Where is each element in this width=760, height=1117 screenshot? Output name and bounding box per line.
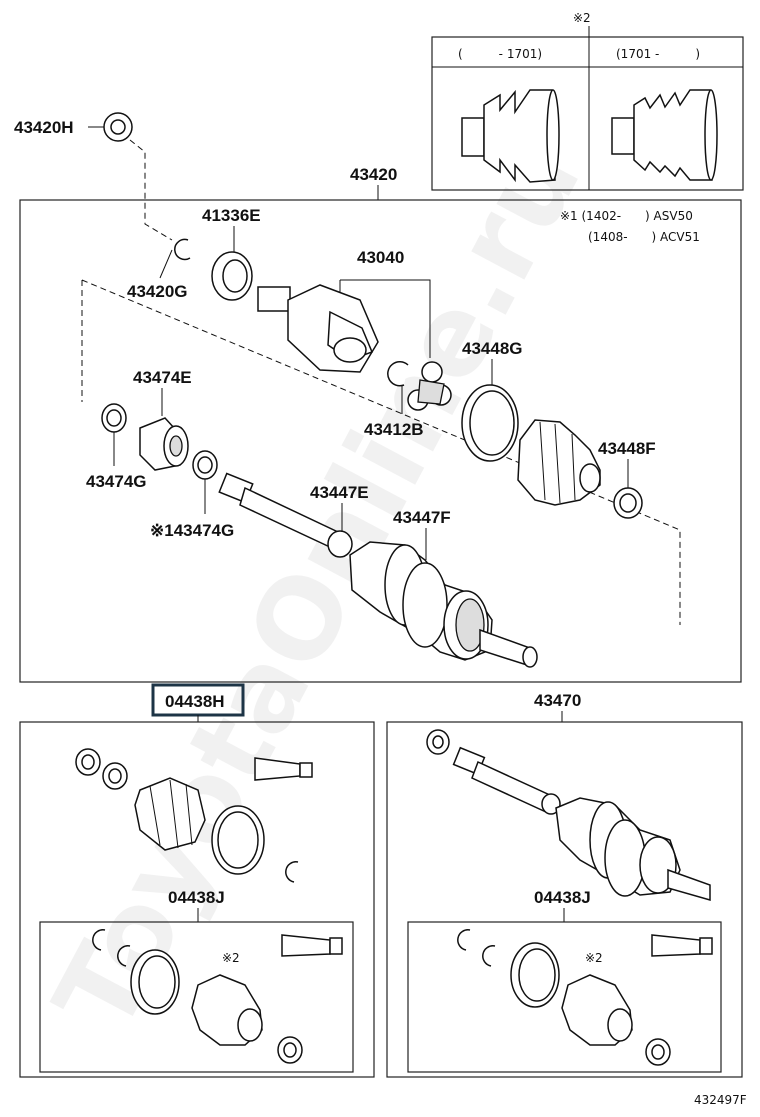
kit-frame-04438H	[19, 721, 375, 1078]
part-43447E[interactable]: 43447E	[310, 483, 369, 532]
callout-43474G: 43474G	[86, 472, 147, 491]
kit-frame-04438J-right	[407, 921, 722, 1073]
callout-41336E: 41336E	[202, 206, 261, 225]
outer-joint-housing-icon	[257, 284, 379, 373]
kit-04438J-left-parts	[92, 929, 343, 1064]
inset-frame	[431, 36, 744, 191]
applicability-line-2: (1408- ) ACV51	[588, 230, 700, 244]
callout-43470: 43470	[534, 691, 581, 710]
boot-variant-inset: ※2 ( - 1701) (1701 - )	[431, 11, 744, 191]
callout-43448F: 43448F	[598, 439, 656, 458]
callout-43040: 43040	[357, 248, 404, 267]
applicability-line-1: ※1 (1402- ) ASV50	[560, 209, 693, 223]
part-43474E[interactable]: 43474E	[133, 368, 192, 471]
watermark: ToyotaOnline.ru	[30, 123, 605, 1052]
callout-43448G: 43448G	[462, 339, 523, 358]
part-43447F[interactable]: 43447F	[393, 508, 451, 560]
callout-43420G: 43420G	[127, 282, 188, 301]
callout-43420H: 43420H	[14, 118, 74, 137]
inner-boot-icon	[517, 419, 601, 506]
kit-04438J-right-parts	[457, 929, 713, 1066]
grease-tube-icon	[254, 757, 313, 781]
complete-shaft-43470-icon[interactable]	[426, 729, 711, 901]
outer-boot-and-joint-icon	[349, 541, 538, 668]
callout-04438H: 04438H	[165, 692, 225, 711]
boot-early-icon	[461, 89, 560, 183]
callout-43474E: 43474E	[133, 368, 192, 387]
mark-2-left: ※2	[222, 951, 240, 965]
kit-frame-04438J-left	[39, 921, 354, 1073]
callout-43447E: 43447E	[310, 483, 369, 502]
exploded-view-guide	[81, 279, 681, 625]
part-43420H[interactable]: 43420H	[14, 112, 133, 142]
callout-43447F: 43447F	[393, 508, 451, 527]
snap-ring-icon	[174, 238, 191, 261]
callout-04438J-left: 04438J	[168, 888, 225, 907]
callout-43474G-note1: ※143474G	[150, 521, 234, 540]
grease-tube-icon	[651, 934, 713, 957]
part-43412B[interactable]: 43412B	[364, 361, 424, 439]
callout-43412B: 43412B	[364, 420, 424, 439]
part-43474G-left[interactable]: 43474G	[86, 403, 147, 491]
tripod-spider	[407, 361, 452, 411]
part-43420G[interactable]: 43420G	[127, 238, 191, 301]
circlip-icon	[387, 361, 409, 387]
assembly-frame-43470	[386, 721, 743, 1078]
callout-04438J-right: 04438J	[534, 888, 591, 907]
part-43040[interactable]: 43040	[257, 248, 431, 373]
part-41336E[interactable]: 41336E	[202, 206, 261, 301]
leader-43420H	[129, 139, 173, 241]
callout-43420: 43420	[350, 165, 397, 184]
inset-right-header: (1701 - )	[616, 47, 700, 61]
mark-2-right: ※2	[585, 951, 603, 965]
part-43448G[interactable]: 43448G	[461, 339, 523, 462]
bearing-icon	[139, 417, 189, 471]
inset-left-header: ( - 1701)	[458, 47, 542, 61]
kit-04438H-parts	[75, 748, 313, 883]
grease-tube-icon	[281, 934, 343, 957]
part-43474G-note1[interactable]: ※143474G	[150, 450, 234, 540]
part-43448F[interactable]: 43448F	[598, 439, 656, 519]
mark-2-top: ※2	[573, 11, 591, 25]
boot-late-icon	[611, 89, 718, 181]
figure-code: 432497F	[694, 1093, 747, 1107]
drive-shaft-icon	[218, 472, 353, 558]
assembly-frame-43420	[19, 199, 742, 683]
